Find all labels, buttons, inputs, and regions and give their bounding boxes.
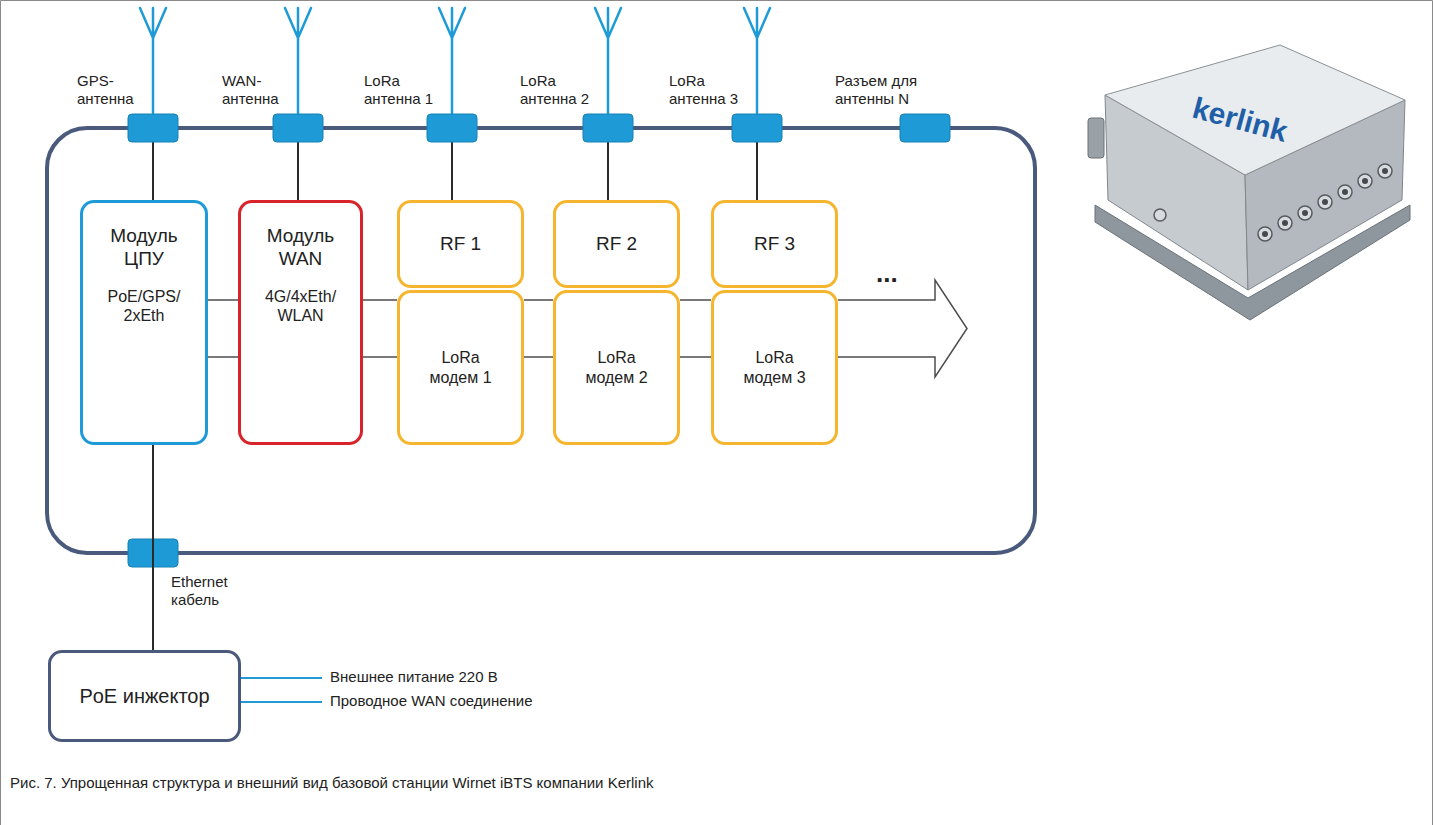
connector-sockets <box>128 114 950 567</box>
cable-connector <box>153 445 154 650</box>
bus-connector <box>208 300 238 357</box>
lora-modem: LoRa модем 2 <box>553 290 680 445</box>
antenna-label: LoRa антенна 3 <box>669 72 753 108</box>
box-title: RF 3 <box>754 233 795 256</box>
rf-block: RF 3 <box>711 200 838 288</box>
box-title: Модуль WAN <box>255 225 347 271</box>
connector-line <box>208 356 238 358</box>
box-title: RF 1 <box>440 233 481 256</box>
ellipsis-mark: ... <box>876 258 898 289</box>
poe-injector: PoE инжектор <box>48 650 241 742</box>
connector-line <box>680 299 711 301</box>
box-text: PoE/GPS/ 2xEth <box>92 287 196 325</box>
figure-caption: Рис. 7. Упрощенная структура и внешний в… <box>10 774 654 792</box>
bus-connector <box>680 300 711 357</box>
device-illustration <box>1088 45 1410 320</box>
bus-arrow <box>838 280 967 377</box>
connector-line <box>152 445 154 650</box>
box-title: LoRa модем 1 <box>423 348 499 386</box>
box-title: PoE инжектор <box>79 684 209 708</box>
connector-line <box>680 356 711 358</box>
wan-module: Модуль WAN 4G/4xEth/ WLAN <box>238 200 363 445</box>
lora-modem: LoRa модем 3 <box>711 290 838 445</box>
box-title: RF 2 <box>596 233 637 256</box>
line-label: Внешнее питание 220 В <box>330 668 498 686</box>
box-title: LoRa модем 2 <box>579 348 655 386</box>
connector-line <box>208 299 238 301</box>
box-title: LoRa модем 3 <box>737 348 813 386</box>
antenna-symbols <box>140 8 770 113</box>
rf-block: RF 1 <box>397 200 524 288</box>
antenna-label: GPS- антенна <box>77 72 149 108</box>
antenna-label: LoRa антенна 1 <box>364 72 448 108</box>
injector-lines <box>241 678 322 702</box>
connector-line <box>363 299 397 301</box>
lora-modem: LoRa модем 1 <box>397 290 524 445</box>
box-title: Модуль ЦПУ <box>98 225 190 271</box>
box-text: 4G/4xEth/ WLAN <box>249 287 353 325</box>
bus-connector <box>363 300 397 357</box>
edge-label: Ethernet кабель <box>171 573 247 609</box>
bus-connector <box>524 300 553 357</box>
connector-label: Разъем для антенны N <box>835 72 931 108</box>
rf-wires <box>153 141 757 200</box>
connector-line <box>524 299 553 301</box>
line-label: Проводное WAN соединение <box>330 692 533 710</box>
connector-line <box>363 356 397 358</box>
connector-line <box>524 356 553 358</box>
housing-outline <box>47 128 1035 553</box>
antenna-label: WAN- антенна <box>222 72 294 108</box>
rf-block: RF 2 <box>553 200 680 288</box>
cpu-module: Модуль ЦПУ PoE/GPS/ 2xEth <box>80 200 208 445</box>
antenna-label: LoRa антенна 2 <box>520 72 604 108</box>
